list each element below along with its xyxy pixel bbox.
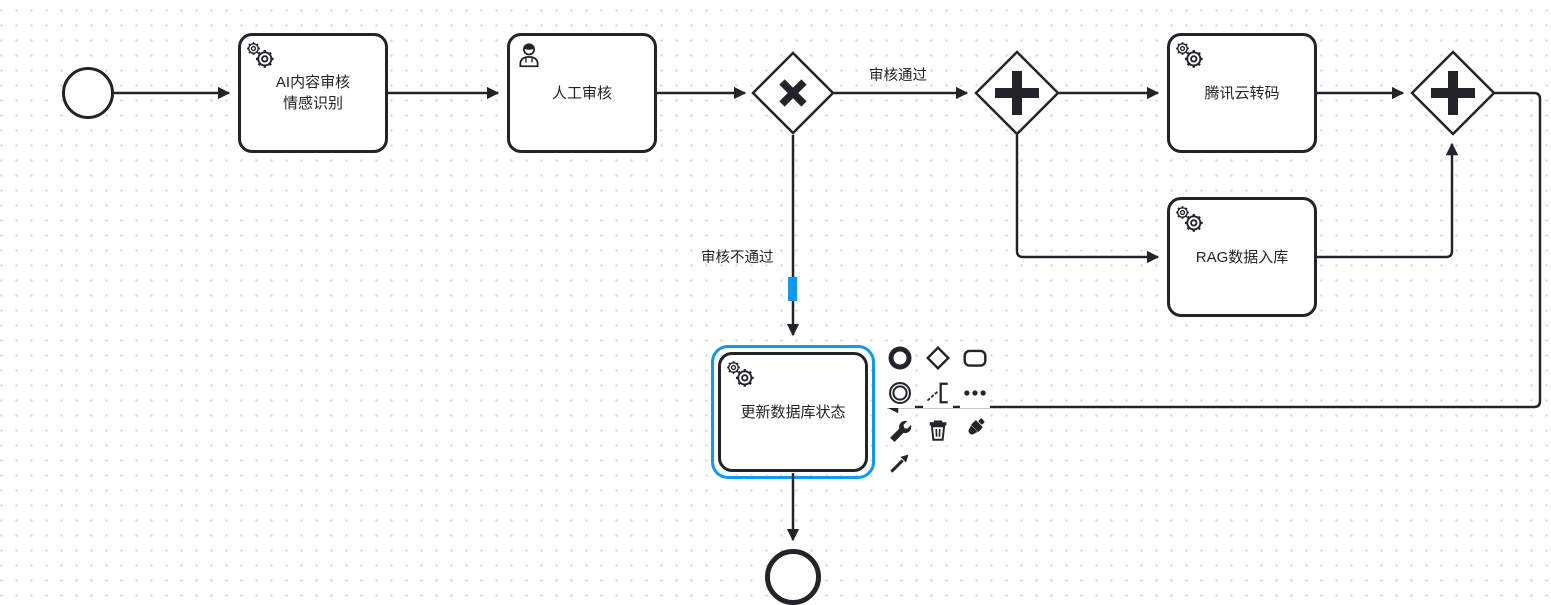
service-gears-icon [726,360,755,388]
color-brush-icon[interactable] [960,413,990,443]
append-intermediate-event-icon[interactable] [885,378,915,408]
start-event[interactable] [62,67,114,119]
flow-label-approved[interactable]: 审核通过 [869,68,927,84]
flow-parallel-to-rag[interactable] [1015,135,1160,264]
more-options-icon[interactable] [960,378,990,408]
flow-label-rejected[interactable]: 审核不通过 [701,250,774,266]
plus-icon [1431,71,1475,115]
task-ai-content-review[interactable]: AI内容审核 情感识别 [238,33,388,153]
task-label: 人工审核 [551,84,612,102]
append-gateway-icon[interactable] [923,343,953,373]
task-tencent-transcode[interactable]: 腾讯云转码 [1167,33,1317,153]
plus-icon [995,71,1039,115]
task-rag-ingest[interactable]: RAG数据入库 [1167,197,1317,317]
wrench-change-type-icon[interactable] [885,415,915,445]
append-task-icon[interactable] [960,343,990,373]
append-text-annotation-icon[interactable] [923,378,953,408]
end-event[interactable] [765,549,821,605]
parallel-gateway-split[interactable] [974,50,1060,136]
task-label: AI内容审核 情感识别 [275,74,351,112]
user-icon [519,43,539,68]
exclusive-gateway[interactable] [751,51,835,135]
append-end-event-icon[interactable] [885,343,915,373]
task-label: 腾讯云转码 [1204,84,1280,102]
flow-rag-to-join[interactable] [1317,142,1459,259]
parallel-gateway-join[interactable] [1410,50,1496,136]
segment-drag-handle[interactable] [788,277,797,301]
service-gears-icon [1175,205,1204,233]
task-label: 更新数据库状态 [740,403,846,421]
connect-arrow-icon[interactable] [885,448,915,478]
trash-delete-icon[interactable] [923,415,953,445]
service-gears-icon [1175,41,1204,69]
task-update-database-selected[interactable]: 更新数据库状态 [718,352,868,472]
service-gears-icon [246,41,275,69]
xor-x-icon [779,79,807,107]
task-label: RAG数据入库 [1195,248,1289,266]
task-manual-review[interactable]: 人工审核 [507,33,657,153]
flow-join-to-update-task[interactable] [885,91,1542,414]
